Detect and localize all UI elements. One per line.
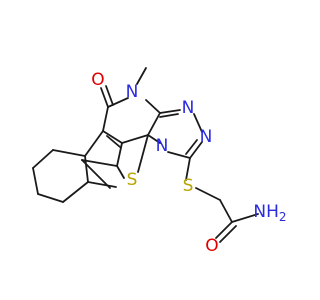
- bond: [116, 142, 123, 167]
- atom-n-methyl: N: [126, 82, 139, 102]
- bond: [84, 155, 89, 183]
- bond: [195, 187, 221, 201]
- bond: [185, 139, 198, 155]
- bond: [231, 213, 259, 223]
- bond-set: [32, 67, 259, 243]
- atom-n-triazole-b: N: [200, 127, 213, 147]
- nh-text: NH: [253, 202, 279, 222]
- bond: [219, 225, 237, 243]
- bond: [81, 159, 118, 167]
- atom-o-amide: O: [205, 236, 218, 256]
- bond: [193, 113, 203, 133]
- bond: [102, 106, 109, 132]
- bond: [136, 67, 147, 85]
- bond: [167, 151, 191, 159]
- bond: [100, 87, 109, 108]
- bond: [116, 165, 125, 179]
- bond: [159, 109, 181, 114]
- bond: [105, 85, 114, 106]
- molecule-diagram: N O N N N S S O NH2: [32, 67, 287, 256]
- atom-o-carbonyl: O: [91, 70, 104, 90]
- structure-svg: N O N N N S S O NH2: [32, 67, 287, 256]
- atom-nh2-amide: NH2: [253, 202, 286, 224]
- bond: [37, 193, 64, 203]
- atom-s-thiophene: S: [127, 170, 138, 190]
- bond: [32, 167, 39, 195]
- bond: [145, 99, 161, 114]
- atom-n-bridge: N: [156, 136, 169, 156]
- bond: [147, 112, 161, 136]
- bond: [215, 221, 233, 239]
- atom-s-thioether: S: [183, 176, 194, 196]
- bond: [159, 113, 179, 118]
- bond: [121, 134, 149, 144]
- bond: [102, 130, 123, 144]
- bond: [219, 199, 233, 223]
- bond: [189, 141, 203, 159]
- atom-n-triazole-a: N: [182, 98, 195, 118]
- bond: [52, 149, 86, 157]
- bond: [147, 134, 161, 144]
- bond: [87, 181, 117, 188]
- atom-labels: N O N N N S S O NH2: [91, 70, 286, 256]
- bond: [84, 130, 104, 157]
- nh2-subscript: 2: [279, 210, 287, 224]
- bond: [32, 149, 54, 169]
- bond: [62, 181, 89, 203]
- bond: [137, 134, 149, 173]
- bond: [106, 135, 121, 148]
- bond: [107, 97, 129, 108]
- bond: [185, 157, 191, 181]
